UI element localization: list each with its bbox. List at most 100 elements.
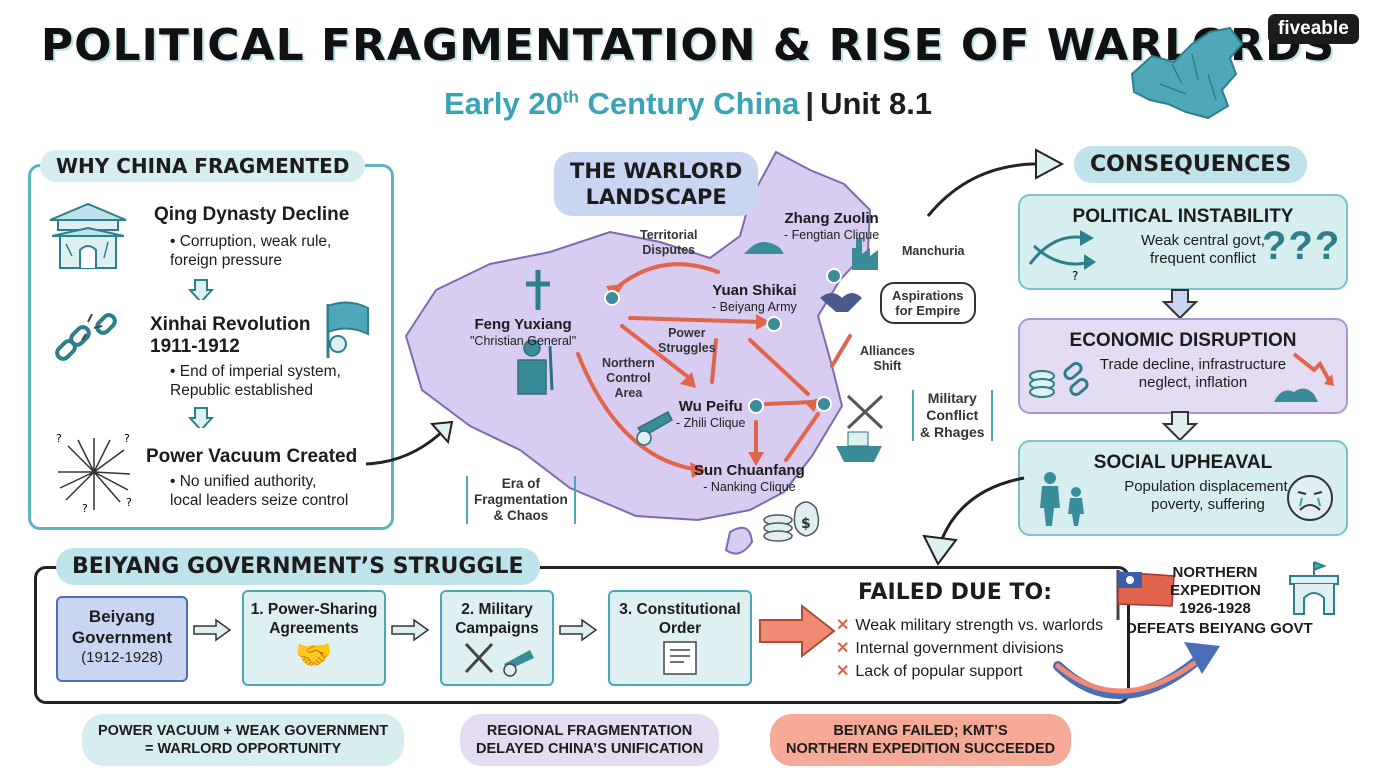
burst-vacuum-icon: ? ? ? ? (56, 432, 132, 514)
pagoda-icon (49, 202, 127, 269)
qing-decline-title: Qing Dynasty Decline (154, 204, 350, 225)
crying-face-icon (1287, 475, 1333, 521)
expedition-result: DEFEATS BEIYANG GOVT (1126, 620, 1313, 637)
power-vacuum-bullet: • No unified authority, local leaders se… (170, 473, 349, 509)
beiyang-panel (34, 566, 1130, 704)
consequence-title: ECONOMIC DISRUPTION (1069, 330, 1297, 351)
coins-chain-icon (1029, 361, 1089, 398)
leader-name: Yuan Shikai (712, 282, 797, 299)
step-power-sharing: 1. Power-Sharing Agreements 🤝 (242, 590, 386, 686)
leader-sun: Sun Chuanfang - Nanking Clique (694, 462, 805, 496)
down-arrow-icon (1161, 411, 1199, 442)
svg-text:?: ? (124, 432, 130, 445)
subtitle-century: Century China (578, 86, 800, 121)
svg-text:?: ? (56, 432, 62, 445)
beiyang-gov-name: Beiyang Government (71, 607, 173, 647)
step-military: 2. Military Campaigns (440, 590, 554, 686)
note-alliances: Alliances Shift (860, 344, 915, 373)
note-northern: Northern Control Area (602, 356, 655, 400)
note-territorial: Territorial Disputes (640, 228, 698, 257)
revolution-flag-icon (326, 301, 369, 358)
failed-item: ✕ Weak military strength vs. warlords (836, 614, 1103, 637)
failed-heading: FAILED DUE TO: (858, 580, 1053, 605)
step-constitutional: 3. Constitutional Order (608, 590, 752, 686)
curved-success-arrow-icon (1053, 642, 1220, 699)
down-arrow-icon (1161, 289, 1199, 320)
decline-chart-icon (1274, 352, 1334, 402)
leader-clique: - Beiyang Army (712, 300, 797, 314)
summary-beiyang-failed: BEIYANG FAILED; KMT’S NORTHERN EXPEDITIO… (770, 714, 1072, 766)
leader-clique: "Christian General" (470, 334, 577, 348)
flow-arrow-icon (365, 420, 454, 466)
subtitle-unit: Unit 8.1 (820, 86, 933, 121)
big-right-arrow-icon (759, 604, 836, 658)
handshake-icon: 🤝 (295, 639, 333, 672)
question-marks-icon: ??? (1262, 224, 1342, 268)
note-era: Era of Fragmentation & Chaos (466, 476, 576, 524)
down-arrow-icon (188, 279, 214, 300)
failed-item-text: Internal government divisions (855, 640, 1064, 657)
leader-clique: - Nanking Clique (703, 480, 796, 494)
note-aspirations: Aspirations for Empire (880, 282, 976, 324)
note-military: Military Conflict & Rhages (912, 390, 993, 441)
leader-wu: Wu Peifu - Zhili Clique (676, 398, 745, 432)
note-power: Power Struggles (658, 326, 716, 355)
leader-clique: - Zhili Clique (676, 416, 746, 430)
leader-clique: - Fengtian Clique (784, 228, 880, 242)
summary-regional: REGIONAL FRAGMENTATION DELAYED CHINA’S U… (460, 714, 720, 766)
svg-text:$: $ (801, 516, 811, 532)
beiyang-gov-years: (1912-1928) (81, 649, 163, 666)
failed-item: ✕ Internal government divisions (836, 637, 1103, 660)
expedition-title: NORTHERN EXPEDITION 1926-1928 (1170, 564, 1261, 617)
xinhai-title: Xinhai Revolution 1911-1912 (150, 314, 311, 357)
leader-name: Feng Yuxiang (474, 316, 572, 333)
warlord-map: $ (404, 150, 884, 555)
leader-name: Zhang Zuolin (784, 210, 879, 227)
leader-feng: Feng Yuxiang "Christian General" (470, 316, 576, 350)
china-map-icon (1130, 26, 1244, 120)
consequence-title: POLITICAL INSTABILITY (1072, 206, 1294, 227)
down-arrow-icon (188, 407, 214, 428)
x-icon: ✕ (836, 640, 850, 657)
right-arrow-icon (391, 618, 430, 642)
gate-icon (1289, 561, 1339, 615)
consequence-text: Weak central govt, frequent conflict (1141, 232, 1265, 267)
power-vacuum-title: Power Vacuum Created (146, 446, 358, 467)
leader-name: Sun Chuanfang (694, 462, 805, 479)
step-label: 1. Power-Sharing Agreements (250, 601, 378, 637)
leader-zhang: Zhang Zuolin - Fengtian Clique (784, 210, 879, 244)
svg-text:?: ? (82, 502, 88, 514)
fiveable-logo[interactable]: fiveable (1268, 14, 1359, 44)
failed-item-text: Weak military strength vs. warlords (855, 617, 1104, 634)
qing-decline-bullet: • Corruption, weak rule, foreign pressur… (170, 233, 332, 269)
swords-cannon-icon (464, 642, 534, 677)
leader-name: Wu Peifu (678, 398, 743, 415)
crossed-arrows-icon: ? (1028, 230, 1096, 282)
scroll-icon (663, 641, 697, 675)
step-label: 2. Military Campaigns (455, 601, 539, 637)
flow-arrow-icon (926, 148, 1065, 217)
consequence-text: Trade decline, infrastructure neglect, i… (1099, 356, 1287, 391)
subtitle-era: Early 20 (443, 86, 563, 121)
summary-power-vacuum: POWER VACUUM + WEAK GOVERNMENT = WARLORD… (82, 714, 405, 766)
failed-list: ✕ Weak military strength vs. warlords ✕ In… (836, 614, 1103, 683)
beiyang-heading: BEIYANG GOVERNMENT’S STRUGGLE (56, 548, 540, 585)
step-label: 3. Constitutional Order (619, 601, 741, 637)
flow-arrow-icon (922, 476, 1025, 566)
failed-item: ✕Lack of popular support (836, 660, 1103, 683)
xinhai-bullet: • End of imperial system, Republic estab… (170, 363, 341, 399)
x-icon: ✕ (836, 617, 850, 634)
right-arrow-icon (559, 618, 598, 642)
broken-chain-icon (55, 313, 117, 361)
consequence-text: Population displacement, poverty, suffer… (1124, 478, 1292, 513)
leader-yuan: Yuan Shikai - Beiyang Army (712, 282, 797, 316)
map-heading: THE WARLORD LANDSCAPE (554, 152, 759, 216)
note-manchuria: Manchuria (902, 244, 965, 258)
why-fragmented-heading: WHY CHINA FRAGMENTED (40, 150, 366, 182)
subtitle-sup: th (562, 87, 579, 107)
right-arrow-icon (193, 618, 232, 642)
svg-text:?: ? (1072, 269, 1078, 282)
consequences-heading: CONSEQUENCES (1074, 146, 1308, 183)
svg-text:?: ? (126, 496, 132, 509)
page-title: POLITICAL FRAGMENTATION & RISE OF WARLOR… (40, 20, 1336, 71)
